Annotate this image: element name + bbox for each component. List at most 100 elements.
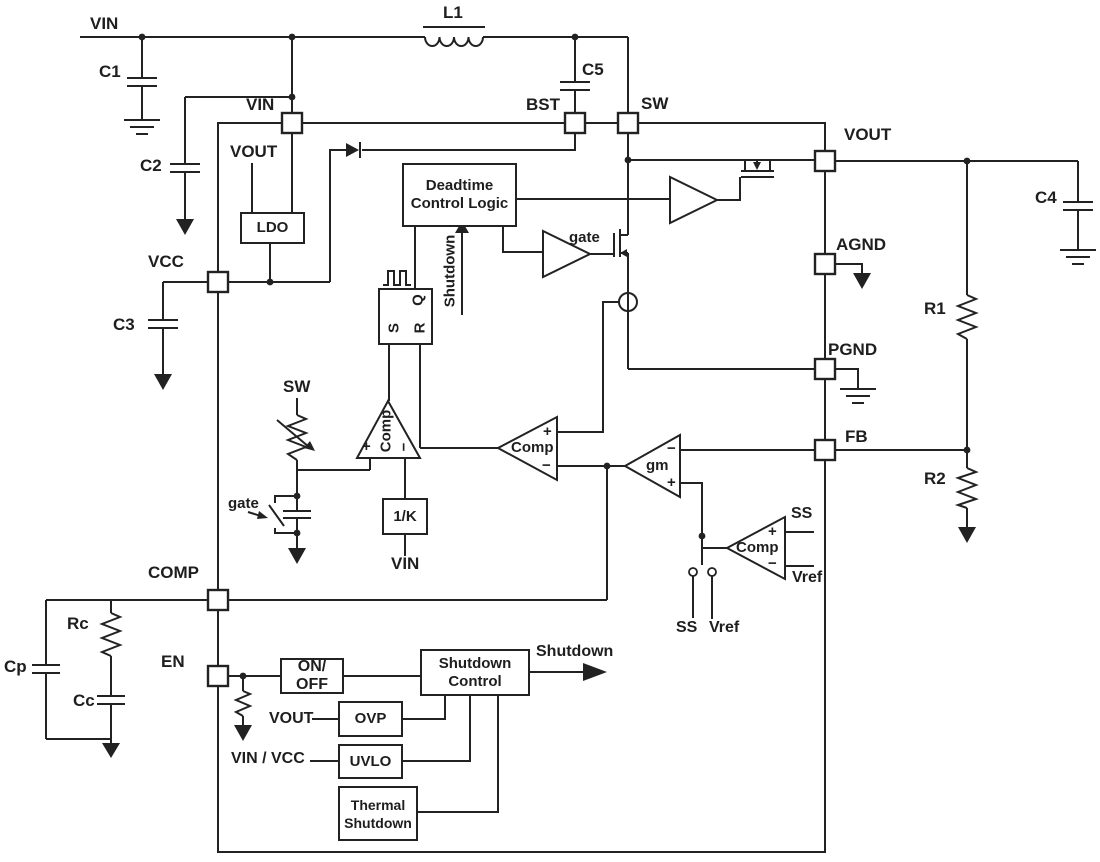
junction-dot: [624, 156, 632, 164]
symbols-layer: [206, 111, 837, 688]
gm-minus-sign: −: [667, 440, 676, 457]
label-vin-rail: VIN: [90, 14, 119, 33]
label-uvlo-input: VIN / VCC: [231, 750, 305, 767]
wire-bst-internal: [362, 133, 576, 151]
junction-dot: [963, 157, 971, 165]
block-sr-latch: [378, 288, 433, 345]
wire-deadtime-to-driver: [502, 227, 543, 253]
block-thermal-line1: Thermal: [350, 796, 406, 813]
junction-dot: [963, 446, 971, 454]
arrowhead-gate-switch: [257, 511, 268, 519]
label-r2: R2: [924, 469, 946, 488]
pin-pgnd: [813, 357, 837, 381]
arrowhead-shutdown-out: [583, 663, 607, 681]
gm-plus-sign: +: [667, 474, 676, 491]
switch-ramp-discharge: [268, 495, 297, 534]
gate-driver-buffer: [542, 229, 593, 279]
capacitor-cc: [97, 656, 125, 743]
wire-ss-comp-inputs: [785, 531, 814, 567]
wire-ldo-inputs: [251, 133, 293, 212]
wire-l1-to-sw: [483, 36, 629, 113]
junction-dot: [603, 462, 611, 470]
junction-dot: [239, 672, 247, 680]
pin-comp: [206, 588, 230, 612]
junction-dot: [571, 33, 579, 41]
gnd-arrow-c2: [176, 219, 194, 235]
label-shutdown-into-deadtime: Shutdown: [441, 234, 459, 308]
label-pin-comp: COMP: [148, 563, 199, 582]
label-c4: C4: [1035, 188, 1057, 207]
mosfet-rectifier: [741, 160, 774, 178]
label-pwm-comparator: Comp: [377, 409, 395, 453]
label-pin-sw: SW: [641, 94, 669, 113]
gnd-arrow-r2: [958, 527, 976, 543]
block-onoff-line1: ON/: [297, 658, 327, 675]
block-deadtime-line2: Control Logic: [410, 195, 509, 212]
earth-ground-pgnd: [840, 388, 876, 404]
block-deadtime-line1: Deadtime: [425, 177, 494, 194]
inductor-l1: [424, 36, 484, 47]
label-vin-divider: VIN: [391, 554, 420, 573]
label-vref-lower: Vref: [709, 619, 740, 636]
label-pin-pgnd: PGND: [828, 340, 878, 359]
capacitor-c4: [1063, 161, 1093, 250]
pin-vcc: [206, 270, 230, 294]
pwm-plus-sign: +: [362, 438, 371, 455]
block-on-off: ON/ OFF: [280, 658, 344, 694]
ss-minus-sign: −: [768, 555, 777, 572]
switch-contact-ss: [688, 567, 698, 577]
label-pin-en: EN: [161, 652, 185, 671]
label-gate-driver: gate: [569, 229, 600, 246]
block-uvlo: UVLO: [338, 744, 403, 779]
label-c2: C2: [140, 156, 162, 175]
arrowheads-layer: [102, 33, 976, 758]
label-c1: C1: [99, 62, 121, 81]
label-ldo-input: VOUT: [230, 142, 278, 161]
wire-layer: [32, 26, 1096, 853]
gnd-arrow-agnd: [853, 273, 871, 289]
gm-amplifier: [622, 433, 681, 499]
resistor-en-pulldown: [233, 690, 253, 717]
block-1k-label: 1/K: [393, 507, 417, 525]
wire-diode-to-vcc: [329, 149, 346, 282]
wire-agnd: [835, 263, 863, 273]
block-shutdown-control: Shutdown Control: [420, 649, 530, 696]
junction-dot: [138, 33, 146, 41]
wire-thermal: [416, 696, 499, 813]
block-ovp-label: OVP: [354, 710, 387, 727]
label-gm-amplifier: gm: [646, 457, 669, 474]
capacitor-ramp: [283, 460, 311, 533]
block-onoff-line2: OFF: [296, 676, 328, 693]
label-latch-q: Q: [409, 294, 427, 306]
current-plus-sign: +: [543, 423, 552, 440]
switch-contact-vref: [707, 567, 717, 577]
label-ss-lower: SS: [676, 619, 698, 636]
gnd-arrow-en: [234, 725, 252, 741]
label-latch-s: S: [385, 322, 403, 334]
wire-uvlo: [310, 696, 471, 762]
block-ovp: OVP: [338, 701, 403, 737]
wire-ramp-to-comp: [297, 458, 371, 471]
junction-dot: [293, 529, 301, 537]
block-thermal-line2: Shutdown: [344, 814, 412, 831]
junction-dot: [293, 492, 301, 500]
current-minus-sign: −: [542, 457, 551, 474]
ss-plus-sign: +: [768, 523, 777, 540]
capacitor-c5: [560, 37, 590, 113]
block-uvlo-label: UVLO: [349, 752, 392, 770]
resistor-rc: [99, 612, 123, 657]
junction-dot: [288, 93, 296, 101]
pin-en: [206, 664, 230, 688]
earth-ground-c4: [1060, 249, 1096, 265]
resistor-ramp-arrow: [276, 419, 310, 448]
label-c5: C5: [582, 60, 604, 79]
label-shutdown-output: Shutdown: [536, 643, 614, 660]
block-deadtime-control: Deadtime Control Logic: [402, 163, 517, 227]
label-cp: Cp: [4, 657, 27, 676]
gnd-arrow-ramp: [288, 548, 306, 564]
label-ovp-input: VOUT: [269, 710, 314, 727]
block-ldo-label: LDO: [256, 219, 289, 236]
wire-gm-plus: [680, 482, 727, 565]
body-arrow-rectifier: [753, 162, 761, 170]
